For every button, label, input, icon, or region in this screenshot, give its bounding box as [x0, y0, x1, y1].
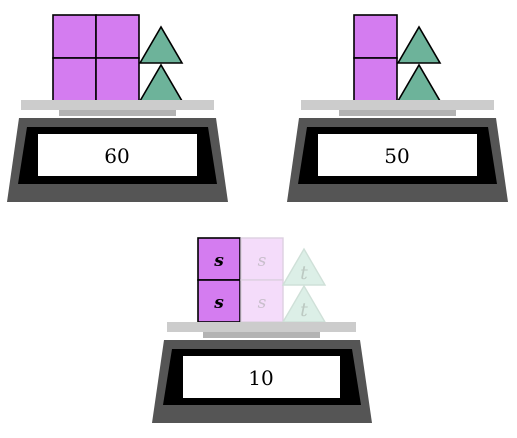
scale-pan — [21, 100, 214, 110]
scale-stem — [339, 110, 456, 116]
scale-pan — [167, 322, 356, 332]
scale-display — [183, 356, 340, 398]
ghost-triangle-label: t — [300, 262, 308, 284]
weights-bottom: s s s s t t — [197, 237, 327, 323]
scale-top-left: 60 — [7, 14, 228, 202]
square-weight — [353, 14, 398, 59]
scale-display — [38, 134, 197, 176]
ghost-square-weight — [240, 237, 284, 281]
square-label: s — [213, 293, 224, 313]
square-weight — [95, 14, 140, 59]
weights-top-right — [353, 14, 442, 102]
scale-reading: 50 — [384, 144, 409, 168]
triangle-weight — [138, 25, 184, 64]
scale-reading: 60 — [104, 144, 129, 168]
triangle-weight — [396, 25, 442, 64]
triangle-weight — [138, 63, 184, 102]
ghost-square-label: s — [258, 293, 267, 313]
scale-reading: 10 — [248, 366, 273, 390]
scale-pan — [301, 100, 494, 110]
ghost-square-weight — [240, 279, 284, 323]
square-label: s — [213, 251, 224, 271]
ghost-square-label: s — [258, 251, 267, 271]
scale-top-right: 50 — [287, 14, 508, 202]
scale-stem — [203, 332, 320, 338]
square-weight — [197, 237, 241, 281]
square-weight — [95, 57, 140, 102]
triangle-weight — [396, 63, 442, 102]
scale-stem — [59, 110, 176, 116]
square-weight — [353, 57, 398, 102]
square-weight — [52, 14, 97, 59]
ghost-triangle-label: t — [300, 299, 308, 321]
scale-display — [318, 134, 477, 176]
scale-bottom: s s s s t t 10 — [152, 237, 372, 423]
weights-top-left — [52, 14, 184, 102]
square-weight — [52, 57, 97, 102]
